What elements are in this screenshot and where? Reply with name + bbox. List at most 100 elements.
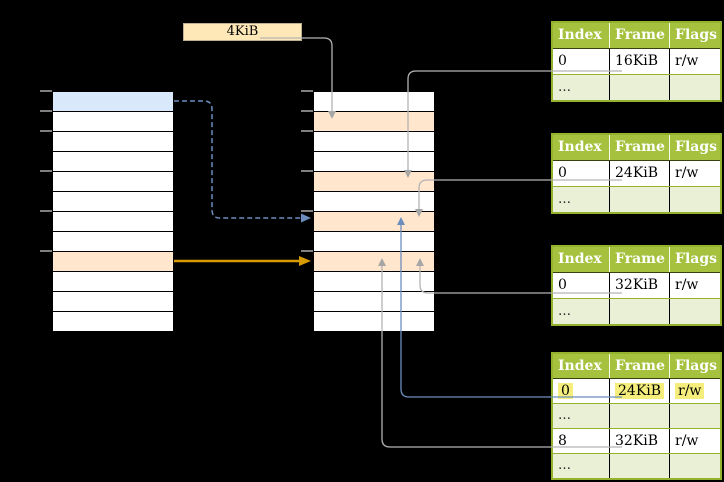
size-label: 4KiB [183, 23, 302, 41]
table-row: 8 32KiB r/w [553, 428, 720, 453]
address-tick [40, 130, 52, 132]
cell-frame: 16KiB [610, 49, 670, 74]
header-frame: Frame [610, 135, 670, 160]
cell-index: 8 [553, 429, 610, 453]
cell-flags: r/w [675, 433, 699, 449]
cell-flags [670, 299, 720, 324]
memory-row [53, 312, 173, 331]
header-flags: Flags [675, 139, 717, 155]
highlight: 24KiB [615, 383, 665, 399]
address-tick [301, 110, 313, 112]
address-tick [301, 130, 313, 132]
table-header-row: Index Frame Flags [553, 247, 720, 272]
arrowhead-right-blue [301, 213, 311, 223]
table-row-highlighted: 0 24KiB r/w [553, 378, 720, 403]
cell-flags [670, 187, 720, 212]
cell-index: … [553, 75, 610, 100]
header-index: Index [553, 247, 610, 272]
cell-flags [670, 75, 720, 100]
address-tick [40, 170, 52, 172]
table-row: 0 24KiB r/w [553, 160, 720, 186]
arrow-blue-page-dashed [174, 100, 301, 219]
address-tick [301, 170, 313, 172]
cell-index: … [553, 404, 610, 428]
cell-flags: r/w [675, 277, 699, 293]
table-row: 0 32KiB r/w [553, 272, 720, 298]
cell-index: 0 [553, 161, 610, 186]
memory-row [53, 112, 173, 132]
memory-row [53, 292, 173, 312]
header-frame: Frame [610, 354, 670, 378]
memory-row-blue [53, 92, 173, 112]
address-tick [301, 210, 313, 212]
address-tick [40, 90, 52, 92]
memory-row [314, 152, 434, 172]
memory-row-orange [314, 112, 434, 132]
memory-row [53, 272, 173, 292]
header-index: Index [553, 23, 610, 48]
table-row-ellipsis: … [553, 298, 720, 324]
memory-row [314, 192, 434, 212]
header-frame: Frame [610, 247, 670, 272]
memory-row [53, 172, 173, 192]
header-index: Index [553, 354, 610, 378]
memory-row [314, 232, 434, 252]
cell-frame [610, 454, 670, 478]
table-header-row: Index Frame Flags [553, 23, 720, 48]
cell-frame [610, 404, 670, 428]
table-header-row: Index Frame Flags [553, 135, 720, 160]
header-flags: Flags [675, 358, 717, 374]
memory-row-orange [53, 252, 173, 272]
cell-index: … [553, 454, 610, 478]
header-flags: Flags [675, 251, 717, 267]
left-memory-column [52, 91, 174, 332]
table-row-ellipsis: … [553, 74, 720, 100]
cell-flags: r/w [675, 53, 699, 69]
cell-index: 0 [553, 273, 610, 298]
cell-index: 0 [553, 379, 610, 403]
cell-frame: 24KiB [610, 379, 670, 403]
header-index: Index [553, 135, 610, 160]
cell-index: … [553, 187, 610, 212]
memory-row-orange [314, 252, 434, 272]
cell-index: … [553, 299, 610, 324]
cell-frame: 32KiB [610, 429, 670, 453]
cell-frame [610, 75, 670, 100]
table-row: 0 16KiB r/w [553, 48, 720, 74]
page-table-3: Index Frame Flags 0 32KiB r/w … [551, 245, 722, 326]
memory-row [314, 272, 434, 292]
page-table-4: Index Frame Flags 0 24KiB r/w … 8 32KiB … [551, 352, 722, 480]
cell-frame: 24KiB [610, 161, 670, 186]
highlight: r/w [675, 383, 705, 399]
cell-flags: r/w [670, 379, 720, 403]
cell-flags [670, 454, 720, 478]
memory-row [314, 132, 434, 152]
highlight: 0 [558, 383, 573, 399]
header-frame: Frame [610, 23, 670, 48]
cell-flags [670, 404, 720, 428]
address-tick [40, 110, 52, 112]
cell-flags: r/w [675, 165, 699, 181]
memory-row [53, 192, 173, 212]
memory-row [314, 292, 434, 312]
page-table-2: Index Frame Flags 0 24KiB r/w … [551, 133, 722, 214]
memory-row [314, 312, 434, 331]
cell-frame [610, 187, 670, 212]
page-table-1: Index Frame Flags 0 16KiB r/w … [551, 21, 722, 102]
memory-row-orange [314, 172, 434, 192]
arrowhead-right-orange [299, 256, 311, 266]
memory-row [53, 132, 173, 152]
address-tick [301, 90, 313, 92]
cell-frame [610, 299, 670, 324]
address-tick [40, 210, 52, 212]
memory-row [53, 212, 173, 232]
cell-frame: 32KiB [610, 273, 670, 298]
table-row-ellipsis: … [553, 453, 720, 478]
cell-index: 0 [553, 49, 610, 74]
table-row-ellipsis: … [553, 403, 720, 428]
memory-row [314, 92, 434, 112]
memory-row [53, 232, 173, 252]
memory-row-orange [314, 212, 434, 232]
middle-memory-column [313, 91, 435, 332]
